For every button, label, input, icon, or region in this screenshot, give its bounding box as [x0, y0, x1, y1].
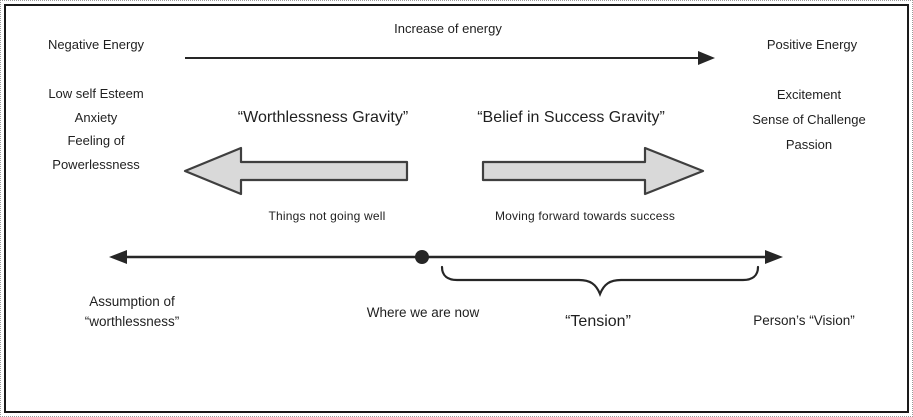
- list-line: Low self Esteem: [48, 86, 144, 101]
- positive-feelings-list: Excitement Sense of Challenge Passion: [752, 82, 865, 157]
- assumption-of-worthlessness-label: Assumption of “worthlessness”: [85, 292, 180, 332]
- assumption-line: Assumption of: [89, 294, 175, 309]
- moving-forward-caption: Moving forward towards success: [494, 209, 676, 223]
- current-position-dot: [415, 250, 429, 264]
- worthlessness-gravity-arrow-icon: [183, 146, 409, 196]
- negative-energy-label: Negative Energy: [47, 37, 145, 52]
- list-line: Anxiety: [74, 109, 118, 125]
- increase-of-energy-label: Increase of energy: [394, 21, 502, 36]
- list-line: Excitement: [776, 87, 842, 102]
- where-we-are-now-label: Where we are now: [366, 305, 480, 320]
- positive-energy-label: Positive Energy: [766, 37, 858, 52]
- journey-line: [109, 250, 783, 264]
- worthlessness-gravity-title: “Worthlessness Gravity”: [237, 109, 409, 126]
- tension-brace: [440, 265, 760, 297]
- list-line: Powerlessness: [52, 156, 140, 172]
- person-vision-label: Person’s “Vision”: [753, 313, 855, 328]
- list-line: Sense of Challenge: [752, 112, 866, 127]
- things-not-going-well-caption: Things not going well: [268, 209, 386, 223]
- belief-gravity-title: “Belief in Success Gravity”: [477, 109, 665, 126]
- energy-increase-arrow: [185, 51, 715, 65]
- belief-gravity-arrow-icon: [481, 146, 705, 196]
- assumption-line: “worthlessness”: [84, 314, 180, 329]
- list-line: Feeling of: [67, 133, 125, 148]
- list-line: Passion: [785, 137, 833, 152]
- negative-feelings-list: Low self Esteem Anxiety Feeling of Power…: [48, 82, 143, 176]
- tension-label: “Tension”: [565, 313, 631, 330]
